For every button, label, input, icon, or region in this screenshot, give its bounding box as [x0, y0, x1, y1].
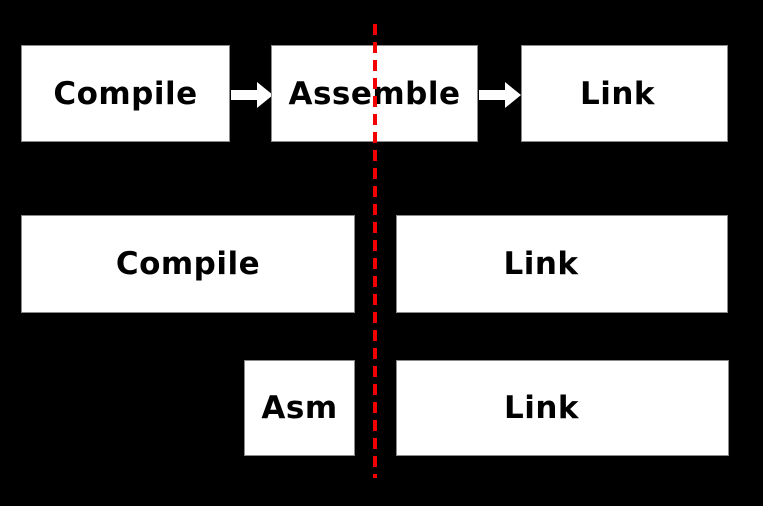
- arrow-right-icon: [231, 82, 273, 108]
- stage-label-link-middle: Link: [503, 246, 579, 282]
- stage-box-link-bottom: Link: [396, 360, 729, 456]
- stage-label-link: Link: [579, 75, 656, 112]
- arrow-right-icon: [479, 82, 521, 108]
- stage-box-compile: Compile: [21, 45, 230, 142]
- stage-box-compile-wide: Compile: [21, 215, 355, 313]
- stage-box-asm: Asm: [244, 360, 355, 456]
- stage-box-link-middle: Link: [396, 215, 728, 313]
- phase-divider-dashed-line: [373, 24, 377, 478]
- stage-label-link-bottom: Link: [503, 390, 580, 426]
- stage-box-link: Link: [521, 45, 728, 142]
- stage-label-asm: Asm: [261, 390, 338, 426]
- stage-label-compile: Compile: [53, 75, 198, 112]
- stage-label-compile-wide: Compile: [115, 246, 261, 282]
